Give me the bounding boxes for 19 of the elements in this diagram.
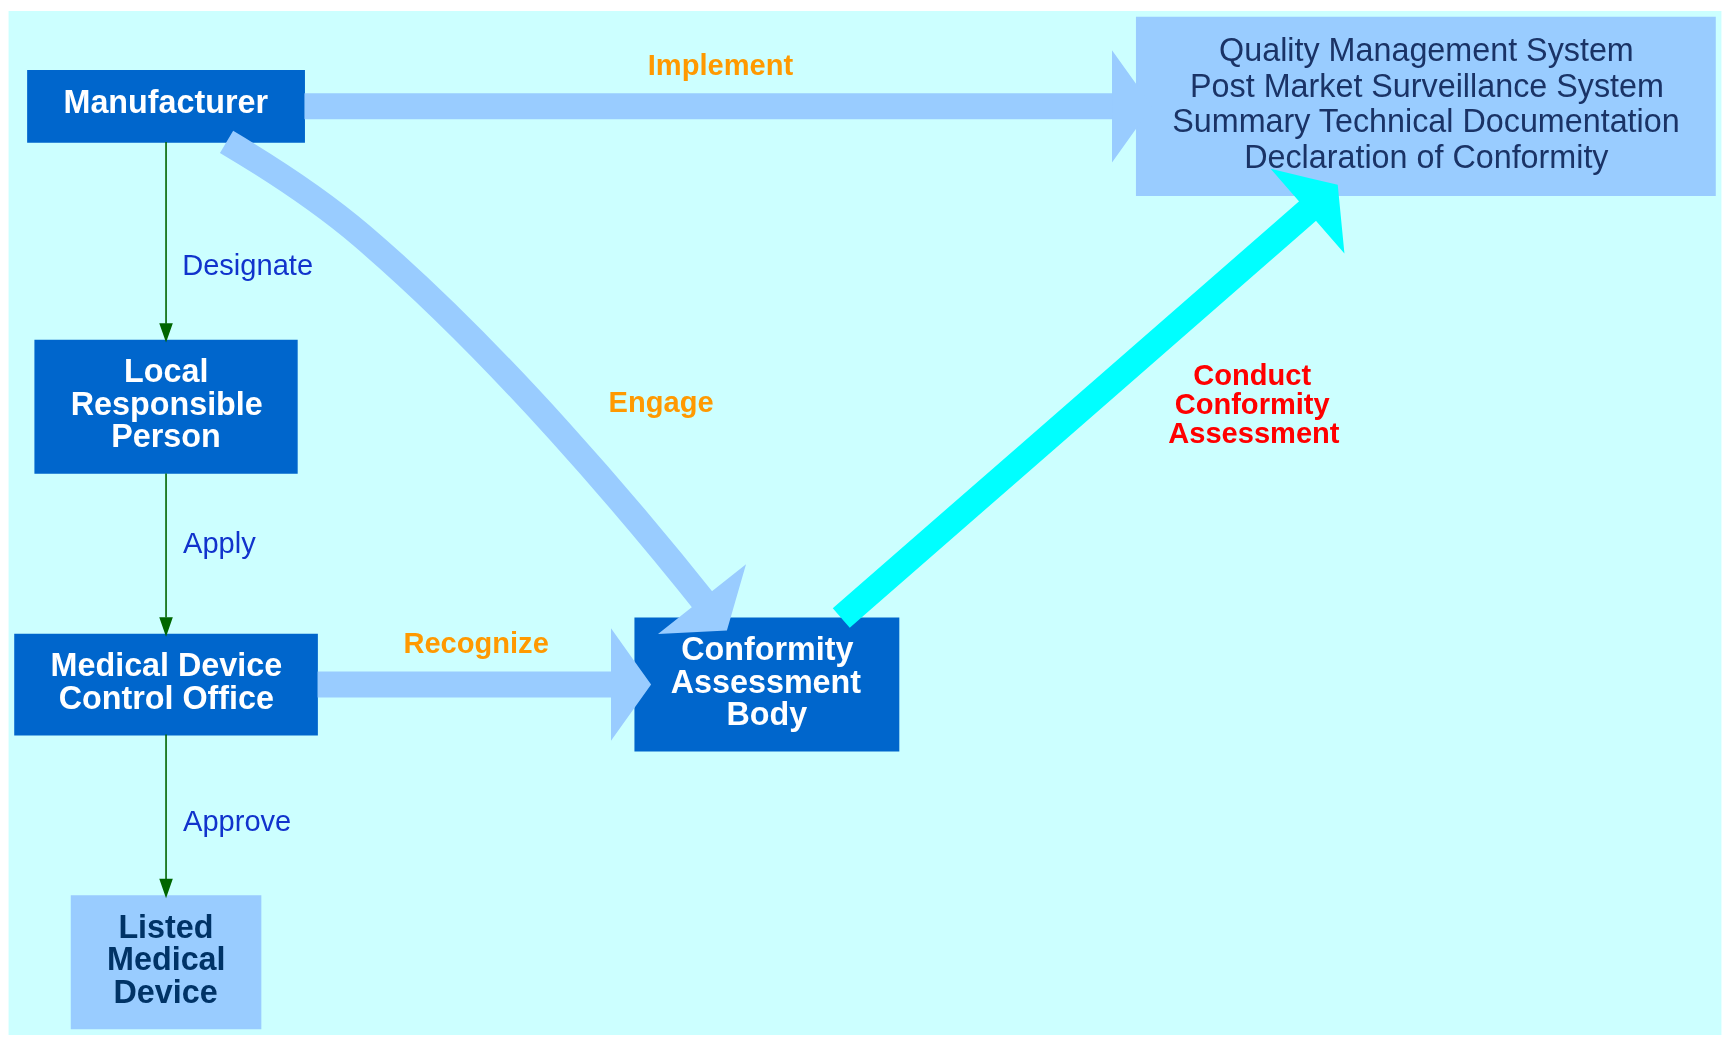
node-box: Local Responsible Person xyxy=(34,339,298,474)
node-box: Quality Management System Post Market Surveillance System Summary Technical Documentation Declaration of Conformity xyxy=(1135,16,1716,196)
edge-label: Implement xyxy=(647,48,794,81)
arrow xyxy=(832,168,1345,628)
node-box: Medical Device Control Office xyxy=(14,633,318,735)
edge-label: Apply xyxy=(183,526,256,559)
edge-label: Conduct Conformity Assessment xyxy=(1168,358,1340,449)
arrow xyxy=(159,140,173,343)
node-box: Manufacturer xyxy=(27,69,305,143)
edge-label: Approve xyxy=(183,804,292,837)
edge-label: Engage xyxy=(608,385,714,418)
edge-label: Designate xyxy=(182,248,314,281)
arrow xyxy=(159,472,173,637)
arrow xyxy=(219,130,746,634)
arrow xyxy=(317,627,652,741)
arrow xyxy=(159,733,173,898)
node-box: Conformity Assessment Body xyxy=(634,617,900,752)
node-box: Listed Medical Device xyxy=(70,894,262,1029)
edge-label: Recognize xyxy=(403,626,549,659)
